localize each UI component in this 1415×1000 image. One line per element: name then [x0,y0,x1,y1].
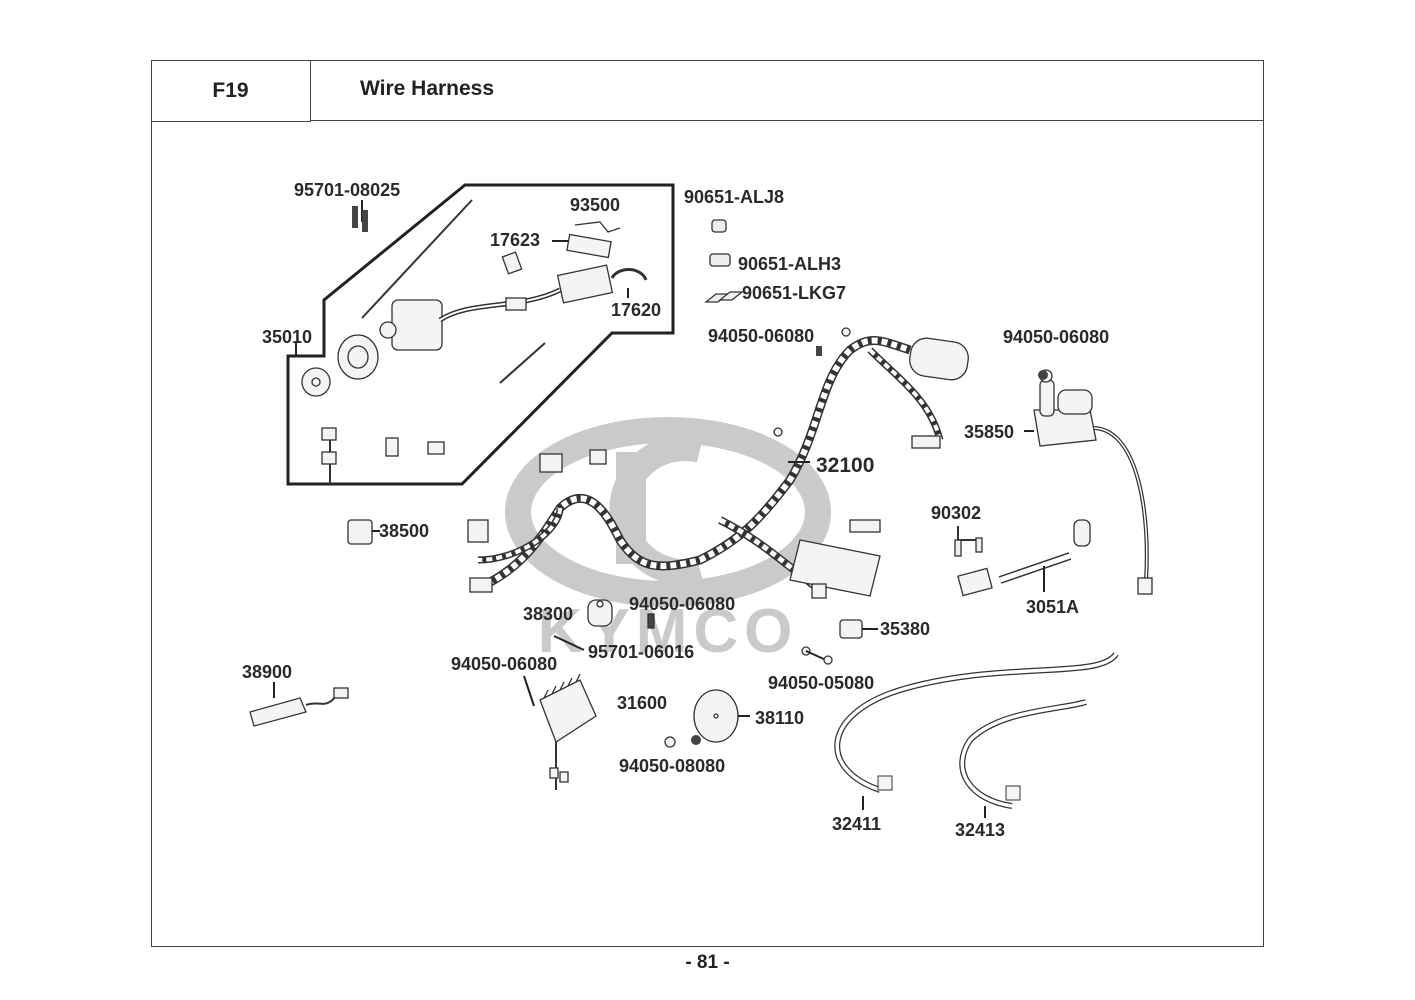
battery-cables [834,652,1119,818]
main-wire-harness [476,336,944,594]
part-label[interactable]: 35380 [880,619,931,639]
bolts-90302-icon [954,526,983,557]
part-label[interactable]: 95701-08025 [294,180,401,200]
part-label[interactable]: 32411 [832,814,882,834]
harness-connectors [467,327,969,599]
part-label[interactable]: 90651-LKG7 [742,283,847,303]
ignition-switch-parts [301,199,648,484]
part-38900 [249,682,349,727]
regulator-31600 [523,673,597,790]
part-label[interactable]: 94050-08080 [619,756,726,776]
part-label[interactable]: 38500 [379,521,430,541]
bolt-icons [691,346,1048,745]
part-label[interactable]: 31600 [617,693,668,713]
part-label[interactable]: 35850 [964,422,1015,442]
part-label[interactable]: 90651-ALH3 [738,254,842,274]
horn-38110 [664,689,750,748]
part-label[interactable]: 94050-06080 [629,594,736,614]
part-label[interactable]: 17623 [490,230,541,250]
section-code: F19 [151,60,311,122]
part-label[interactable]: 94050-06080 [451,654,558,674]
diagram-frame [151,60,1264,947]
part-label[interactable]: 94050-06080 [1003,327,1110,347]
part-label[interactable]: 38110 [755,708,805,728]
part-label[interactable]: 90302 [931,503,982,523]
part-label[interactable]: 38300 [523,604,574,624]
part-label[interactable]: 94050-05080 [768,673,875,693]
part-label[interactable]: 3051A [1026,597,1080,617]
relay-38500 [347,519,380,545]
part-label[interactable]: 17620 [611,300,662,320]
part-label[interactable]: 94050-06080 [708,326,815,346]
kymco-watermark-logo: KYMCO [505,417,831,666]
part-label[interactable]: 90651-ALJ8 [684,187,785,207]
part-label[interactable]: 38900 [242,662,293,682]
part-38300 [553,599,655,651]
watermark-brand-text: KYMCO [538,597,799,666]
part-label[interactable]: 95701-06016 [588,642,695,662]
starter-relay-35850 [1033,369,1153,595]
part-label[interactable]: 32413 [955,820,1006,840]
page-title: Wire Harness [360,77,495,100]
spark-plug-cap-3051a [957,519,1091,597]
ignition-set-outline [286,183,675,486]
part-label[interactable]: 32100 [816,454,875,477]
part-35380 [801,619,878,665]
page-number: - 81 - [685,952,730,973]
header-divider [311,120,1264,121]
bolt-95701-08025-icon [352,206,368,232]
part-label[interactable]: 35010 [262,327,313,347]
clamp-icons [704,219,744,303]
part-label[interactable]: 93500 [570,195,621,215]
